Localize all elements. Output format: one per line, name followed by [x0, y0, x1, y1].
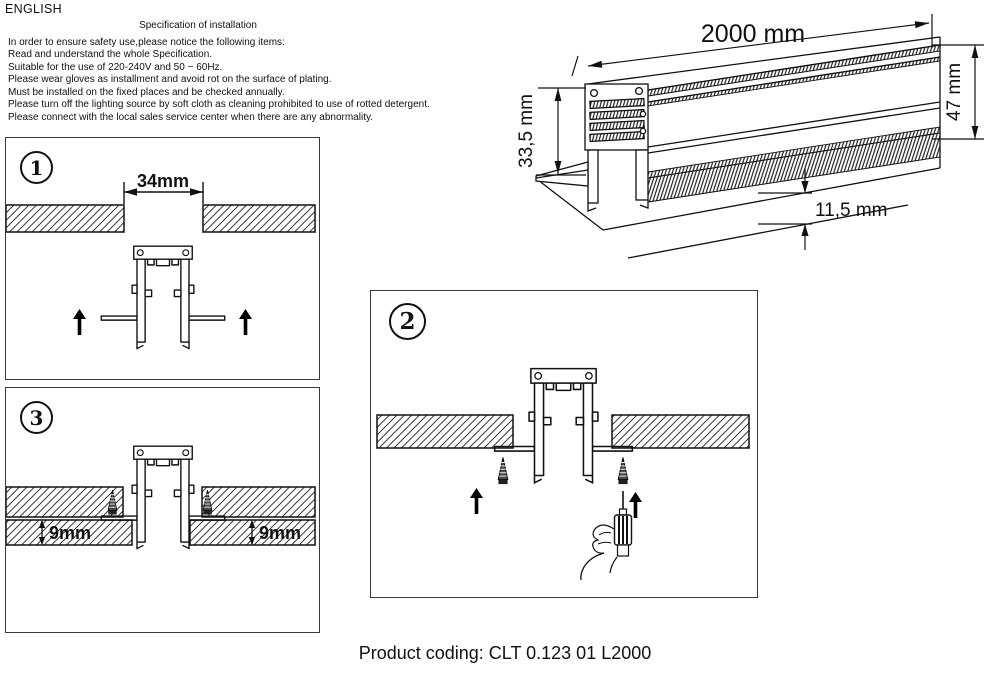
step3-number-badge: 3 — [20, 401, 53, 434]
instruction-line: Please wear gloves as installment and av… — [8, 74, 332, 86]
step2-number-badge: 2 — [389, 303, 426, 340]
instruction-line: Suitable for the use of 220-240V and 50 … — [8, 61, 223, 73]
profile-3d-drawing: 2000 mm 33,5 mm 47 mm 11,5 mm — [516, 14, 984, 259]
board-thickness-right: 9mm — [248, 520, 301, 545]
cutout-width-label: 34mm — [137, 171, 189, 191]
screwdriver-hand-illustration — [580, 491, 633, 581]
board-thickness-left: 9mm — [38, 520, 91, 545]
ceiling-boards — [376, 414, 750, 449]
board-thickness-right-label: 9mm — [259, 523, 301, 543]
instruction-line: Must be installed on the fixed places an… — [8, 86, 285, 98]
lip-depth-label: 11,5 mm — [815, 200, 888, 221]
step2-diagram: 2 — [370, 290, 758, 598]
step1-diagram: 1 34mm — [5, 137, 320, 380]
step3-diagram: 3 9mm — [5, 387, 320, 633]
upper-ceiling-boards — [6, 486, 316, 518]
page-title: Specification of installation — [139, 20, 257, 31]
track-profile-section — [100, 245, 226, 350]
up-arrow-icon — [239, 309, 252, 335]
screw-icon — [617, 456, 629, 485]
up-arrow-icon — [629, 492, 642, 518]
cutout-dimension-lines — [123, 182, 204, 204]
screw-icon — [497, 456, 509, 485]
instruction-line: Please connect with the local sales serv… — [8, 111, 374, 123]
instruction-line: Read and understand the whole Specificat… — [8, 49, 213, 61]
ceiling-cutout — [6, 204, 316, 233]
up-arrow-icon — [470, 488, 483, 514]
dimension-length: 2000 mm — [571, 14, 933, 77]
front-height-label: 47 mm — [944, 63, 965, 121]
dimension-back-height: 33,5 mm — [516, 87, 586, 176]
board-thickness-left-label: 9mm — [49, 523, 91, 543]
length-label: 2000 mm — [701, 20, 805, 48]
step1-number-badge: 1 — [20, 151, 53, 184]
dimension-lip-depth: 11,5 mm — [758, 168, 888, 250]
up-arrow-icon — [73, 309, 86, 335]
instruction-list: In order to ensure safety use,please not… — [8, 37, 430, 124]
product-coding-text: Product coding: CLT 0.123 01 L2000 — [358, 643, 652, 663]
back-height-label: 33,5 mm — [516, 94, 537, 168]
instruction-line: In order to ensure safety use,please not… — [8, 37, 285, 48]
dimension-front-height: 47 mm — [932, 44, 984, 140]
instruction-line: Please turn off the lighting source by s… — [8, 99, 430, 111]
language-label: ENGLISH — [5, 2, 62, 16]
